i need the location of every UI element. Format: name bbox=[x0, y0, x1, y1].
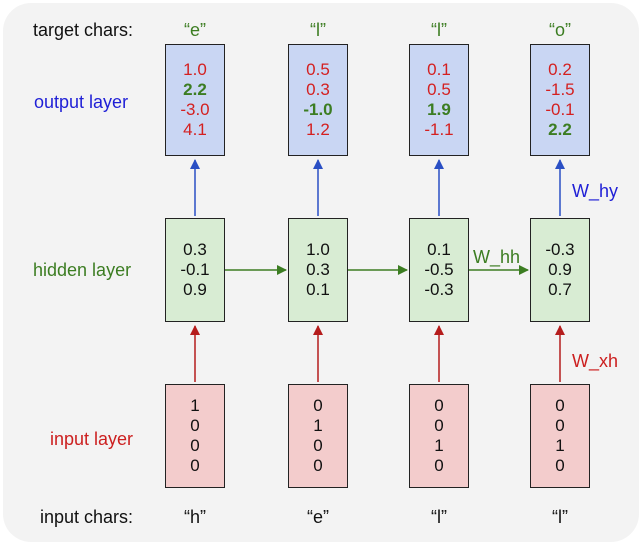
target-chars-label: target chars: bbox=[33, 20, 134, 40]
input-value: 0 bbox=[434, 416, 444, 435]
input-value: 0 bbox=[555, 456, 565, 475]
output-value: -1.1 bbox=[424, 120, 454, 139]
output-value: -0.1 bbox=[545, 100, 575, 119]
hidden-value: 0.3 bbox=[183, 240, 207, 259]
output-value: 1.9 bbox=[427, 100, 451, 119]
input-value: 1 bbox=[555, 436, 565, 455]
hidden-value: -0.3 bbox=[424, 280, 454, 299]
input-char: “e” bbox=[307, 507, 329, 527]
output-value: 0.2 bbox=[548, 60, 572, 79]
input-value: 1 bbox=[190, 396, 200, 415]
hidden-value: 0.3 bbox=[306, 260, 330, 279]
output-value: -3.0 bbox=[180, 100, 210, 119]
hidden-vector: 0.1-0.5-0.3 bbox=[409, 218, 469, 322]
input-chars-label: input chars: bbox=[40, 507, 134, 527]
output-value: 0.5 bbox=[306, 60, 330, 79]
output-value: 2.2 bbox=[183, 80, 207, 99]
hidden-layer-label: hidden layer bbox=[33, 260, 132, 280]
input-value: 1 bbox=[313, 416, 323, 435]
hidden-value: 0.9 bbox=[548, 260, 572, 279]
input-value: 0 bbox=[434, 396, 444, 415]
input-value: 0 bbox=[313, 436, 323, 455]
hidden-value: -0.3 bbox=[545, 240, 575, 259]
hidden-value: 0.1 bbox=[306, 280, 330, 299]
input-value: 1 bbox=[434, 436, 444, 455]
w-xh-label: W_xh bbox=[572, 351, 619, 371]
output-value: 0.1 bbox=[427, 60, 451, 79]
input-value: 0 bbox=[313, 396, 323, 415]
hidden-value: 1.0 bbox=[306, 240, 330, 259]
output-value: 2.2 bbox=[548, 120, 572, 139]
output-value: -1.0 bbox=[303, 100, 333, 119]
input-value: 0 bbox=[190, 436, 200, 455]
input-value: 0 bbox=[190, 416, 200, 435]
hidden-value: 0.1 bbox=[427, 240, 451, 259]
input-value: 0 bbox=[434, 456, 444, 475]
input-value: 0 bbox=[190, 456, 200, 475]
target-char: “o” bbox=[549, 20, 571, 40]
input-char: “h” bbox=[184, 507, 206, 527]
output-layer-label: output layer bbox=[34, 92, 129, 112]
input-char: “l” bbox=[552, 507, 568, 527]
input-char: “l” bbox=[431, 507, 447, 527]
hidden-value: 0.9 bbox=[183, 280, 207, 299]
output-value: 0.5 bbox=[427, 80, 451, 99]
hidden-value: -0.1 bbox=[180, 260, 210, 279]
hidden-value: 0.7 bbox=[548, 280, 572, 299]
w-hy-label: W_hy bbox=[572, 181, 619, 201]
output-value: 1.2 bbox=[306, 120, 330, 139]
target-char: “l” bbox=[431, 20, 447, 40]
output-value: 0.3 bbox=[306, 80, 330, 99]
input-value: 0 bbox=[313, 456, 323, 475]
hidden-value: -0.5 bbox=[424, 260, 454, 279]
output-value: 1.0 bbox=[183, 60, 207, 79]
input-value: 0 bbox=[555, 416, 565, 435]
target-char: “e” bbox=[184, 20, 206, 40]
target-char: “l” bbox=[310, 20, 326, 40]
output-value: 4.1 bbox=[183, 120, 207, 139]
input-value: 0 bbox=[555, 396, 565, 415]
w-hh-label: W_hh bbox=[473, 247, 521, 267]
output-value: -1.5 bbox=[545, 80, 575, 99]
input-layer-label: input layer bbox=[50, 429, 134, 449]
